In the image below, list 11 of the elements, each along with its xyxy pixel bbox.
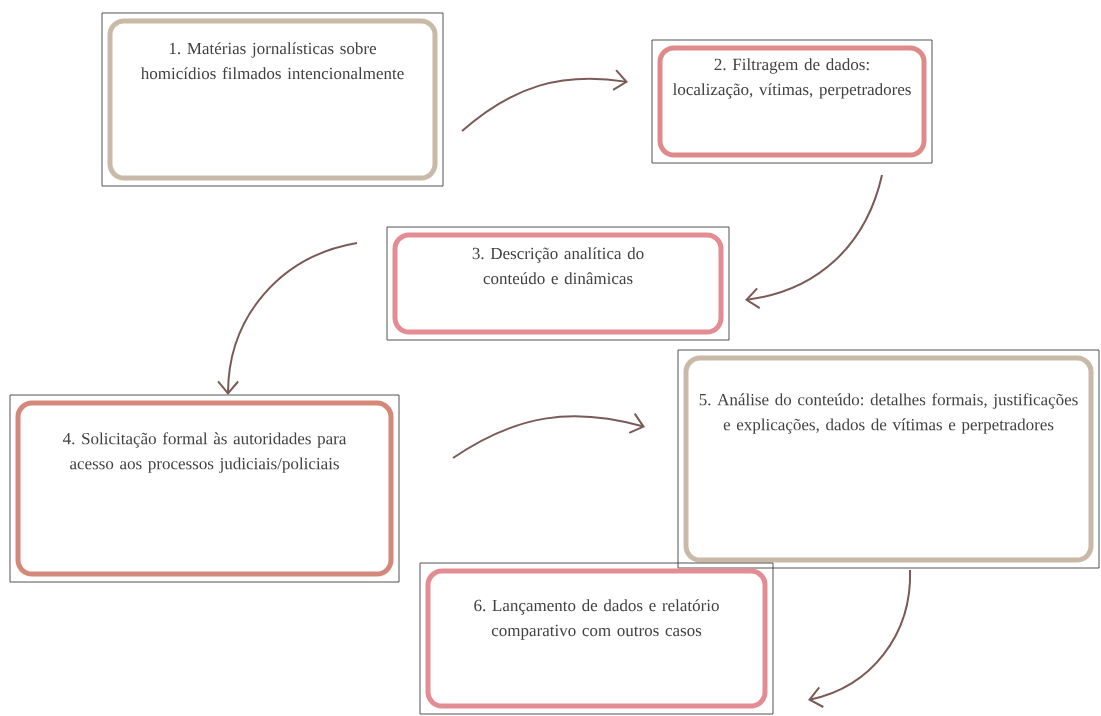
curved-arrow — [452, 412, 645, 459]
curved-arrow — [217, 242, 358, 395]
curved-arrow — [461, 69, 628, 132]
process-box: 6. Lançamento de dados e relatório comparativo com outros casos — [419, 562, 774, 715]
curved-arrow — [745, 174, 883, 310]
process-box: 3. Descrição analítica do conteúdo e dinâmicas — [386, 226, 730, 341]
process-box: 2. Filtragem de dados: localização, vítimas, perpetradores — [651, 39, 933, 164]
curved-arrow — [808, 569, 911, 708]
process-box: 5. Análise do conteúdo: detalhes formais, justificações e explicações, dados de vítimas e perpetradores — [677, 349, 1100, 569]
process-box: 4. Solicitação formal às autoridades para acesso aos processos judiciais/policiais — [9, 394, 400, 583]
process-box: 1. Matérias jornalísticas sobre homicídios filmados intencionalmente — [101, 12, 444, 187]
